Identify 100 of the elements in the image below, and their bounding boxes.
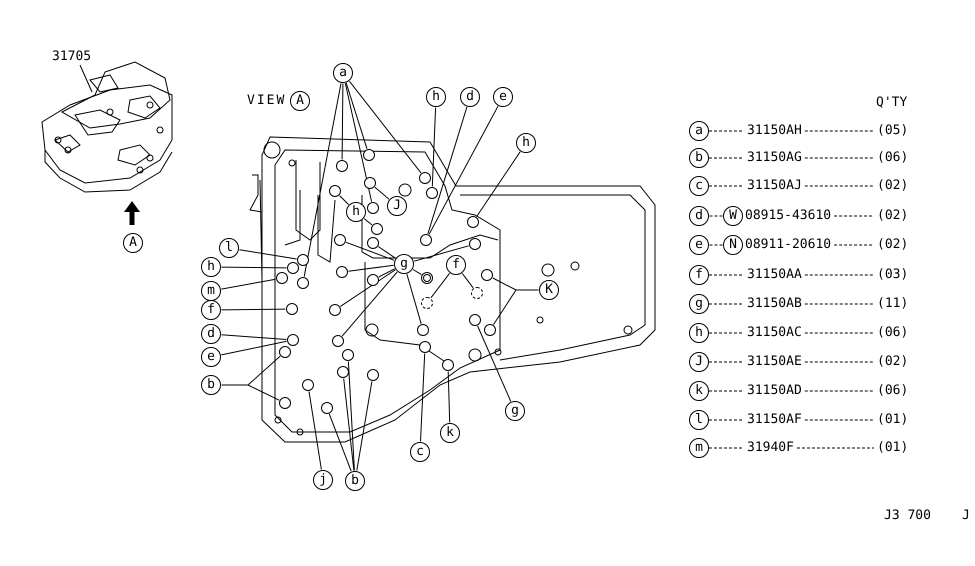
part-number: 08911-20610 — [745, 237, 832, 252]
leader-line — [378, 246, 396, 259]
bolt-head — [467, 216, 479, 228]
leader-line — [414, 245, 470, 262]
bolt-head — [417, 324, 429, 336]
callout-letter: f — [446, 255, 466, 275]
callout-letter: N — [723, 235, 743, 255]
callout-letter: A — [123, 233, 143, 253]
callout-letter: A — [290, 91, 310, 111]
bolt-head — [367, 369, 379, 381]
leader-line — [427, 106, 468, 234]
column-header: Q'TY — [876, 95, 908, 110]
leader-line — [709, 244, 723, 246]
leader-line — [308, 390, 322, 470]
leader-line — [221, 334, 287, 340]
bolt-head — [371, 223, 383, 235]
callout-letter: k — [689, 381, 709, 401]
leader-line — [356, 380, 372, 472]
bolt-head — [469, 314, 481, 326]
quantity: (06) — [877, 383, 908, 398]
leader-line — [328, 414, 352, 472]
part-number: 31150AE — [747, 354, 802, 369]
callout-letter: g — [505, 401, 525, 421]
bolt-head — [469, 238, 481, 250]
leader-line — [339, 195, 350, 206]
callout-letter: e — [493, 87, 513, 107]
callout-letter: g — [394, 254, 414, 274]
quantity: (02) — [877, 208, 908, 223]
part-number: 31150AJ — [747, 178, 802, 193]
bolt-head — [442, 359, 454, 371]
bolt-head — [287, 334, 299, 346]
bolt-head — [336, 160, 348, 172]
callout-letter: m — [689, 438, 709, 458]
bolt-head — [471, 287, 483, 299]
callout-letter: d — [460, 87, 480, 107]
quantity: (01) — [877, 440, 908, 455]
leader-line — [304, 82, 342, 278]
leader-line — [340, 269, 396, 307]
bolt-head — [336, 266, 348, 278]
callout-letter: j — [313, 470, 333, 490]
bolt-head — [367, 237, 379, 249]
part-number: 31150AG — [747, 150, 802, 165]
part-number: 08915-43610 — [745, 208, 832, 223]
callout-letter: f — [201, 300, 221, 320]
callout-letter: f — [689, 265, 709, 285]
leader-line — [412, 269, 422, 276]
leader-line — [462, 272, 474, 288]
leader-line — [374, 186, 390, 200]
part-number: 31150AD — [747, 383, 802, 398]
leader-line — [221, 266, 287, 268]
bolt-head — [276, 272, 288, 284]
leader-line — [220, 278, 276, 290]
leader-line — [406, 274, 422, 324]
bolt-head — [367, 274, 379, 286]
bolt-head — [419, 341, 431, 353]
bolt-head — [421, 297, 433, 309]
part-number: 31150AF — [747, 412, 802, 427]
leader-line — [346, 242, 395, 261]
leader-line — [420, 353, 426, 442]
bolt-head — [367, 202, 379, 214]
quantity: (02) — [877, 237, 908, 252]
bolt-head — [302, 379, 314, 391]
callout-letter: c — [410, 442, 430, 462]
leader-line — [428, 106, 498, 235]
callout-letter: b — [201, 375, 221, 395]
leader-line — [448, 371, 450, 423]
quantity: (11) — [877, 296, 908, 311]
callout-letter: l — [219, 238, 239, 258]
leader-line — [432, 107, 436, 187]
callout-letter: k — [440, 423, 460, 443]
quantity: (05) — [877, 123, 908, 138]
bolt-head — [337, 366, 349, 378]
bolt-head — [363, 149, 375, 161]
callout-letter: W — [723, 206, 743, 226]
leader-line — [221, 308, 286, 310]
part-number: 31150AH — [747, 123, 802, 138]
bolt-head — [426, 187, 438, 199]
quantity: (01) — [877, 412, 908, 427]
callout-letter: b — [689, 148, 709, 168]
bolt-head — [420, 234, 432, 246]
callout-letter: e — [201, 347, 221, 367]
leader-line — [220, 340, 288, 356]
leader-line — [364, 218, 372, 226]
leader-line — [238, 249, 298, 260]
leader-line — [430, 272, 450, 298]
callout-letter: d — [689, 206, 709, 226]
leader-line — [221, 384, 280, 401]
leader-line — [348, 264, 394, 272]
leader-line — [346, 82, 368, 150]
bolt-head — [287, 262, 299, 274]
callout-letter: a — [689, 121, 709, 141]
callout-letter: m — [201, 281, 221, 301]
callout-letter: b — [345, 471, 365, 491]
leader-line — [80, 64, 92, 92]
quantity: (03) — [877, 267, 908, 282]
bolt-head — [419, 172, 431, 184]
view-label: VIEW — [247, 93, 286, 108]
part-number: 31940F — [747, 440, 794, 455]
callout-letter: d — [201, 324, 221, 344]
bolt-head — [297, 277, 309, 289]
